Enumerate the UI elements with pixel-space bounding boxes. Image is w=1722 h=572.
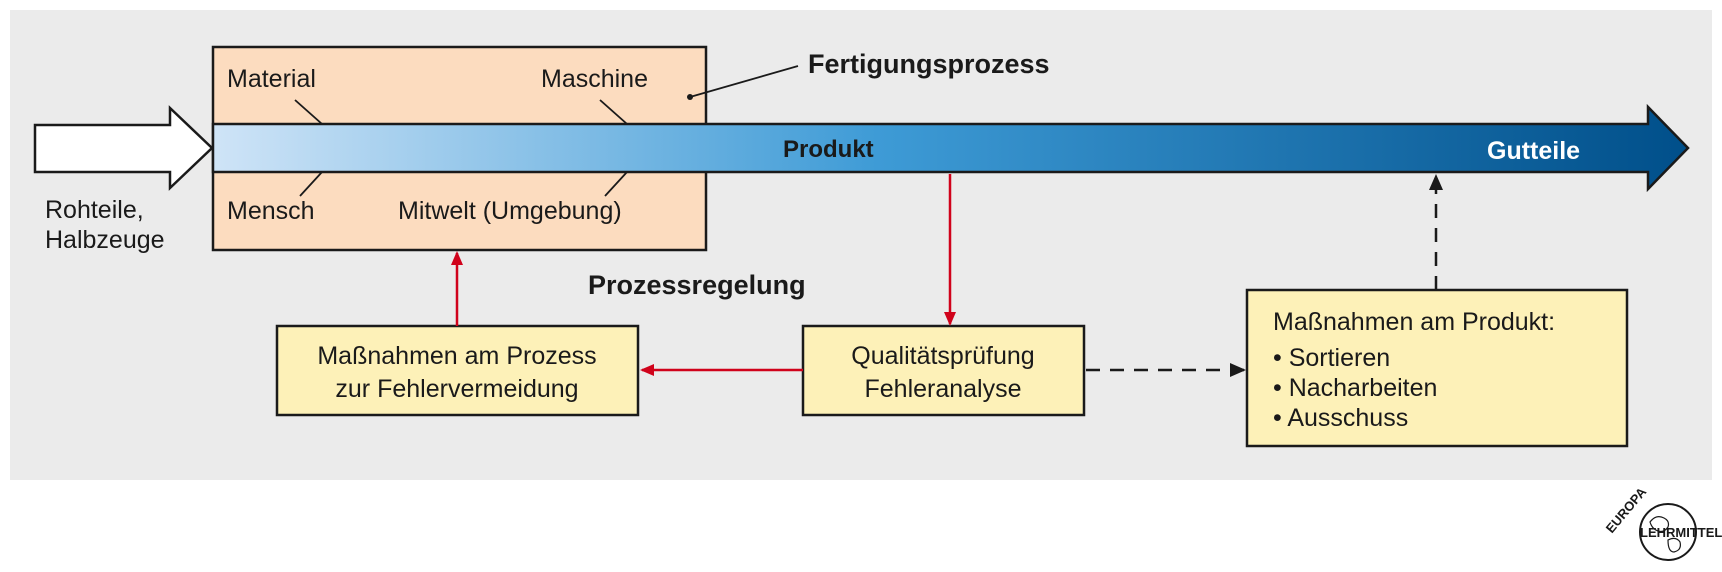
control-label: Prozessregelung bbox=[588, 270, 806, 300]
quality-check-line2: Fehleranalyse bbox=[864, 375, 1021, 403]
publisher-logo: EUROPA LEHRMITTEL bbox=[1603, 484, 1722, 561]
quality-check-box bbox=[801, 324, 1086, 417]
product-measures-heading: Maßnahmen am Produkt: bbox=[1273, 308, 1555, 336]
process-measures-box bbox=[275, 324, 640, 417]
flow-label-gutteile: Gutteile bbox=[1487, 137, 1580, 165]
factor-material: Material bbox=[227, 65, 316, 93]
factor-mitwelt: Mitwelt (Umgebung) bbox=[398, 197, 622, 225]
globe-icon bbox=[1639, 503, 1697, 561]
flow-label-produkt: Produkt bbox=[783, 136, 874, 163]
leader-material bbox=[294, 99, 323, 125]
diagram-title: Fertigungsprozess bbox=[808, 49, 1050, 79]
input-label-line2: Halbzeuge bbox=[45, 226, 165, 254]
product-measure-item: • Nacharbeiten bbox=[1273, 374, 1437, 402]
product-flow-arrow bbox=[211, 103, 1690, 193]
input-label-line1: Rohteile, bbox=[45, 196, 144, 224]
product-measures-box bbox=[1245, 288, 1629, 448]
factor-mensch: Mensch bbox=[227, 197, 315, 225]
input-arrow bbox=[33, 105, 214, 191]
factor-maschine: Maschine bbox=[541, 65, 648, 93]
leader-mensch bbox=[299, 171, 323, 197]
leader-maschine bbox=[599, 99, 628, 125]
process-measures-line1: Maßnahmen am Prozess bbox=[317, 342, 596, 370]
title-pointer-line bbox=[689, 65, 799, 98]
process-measures-line2: zur Fehlervermeidung bbox=[335, 375, 578, 403]
product-measure-item: • Ausschuss bbox=[1273, 404, 1408, 432]
product-measure-item: • Sortieren bbox=[1273, 344, 1390, 372]
quality-check-line1: Qualitätsprüfung bbox=[851, 342, 1034, 370]
logo-text-bottom: LEHRMITTEL bbox=[1640, 525, 1722, 540]
globe-continents bbox=[1649, 516, 1681, 553]
leader-mitwelt bbox=[604, 171, 628, 197]
